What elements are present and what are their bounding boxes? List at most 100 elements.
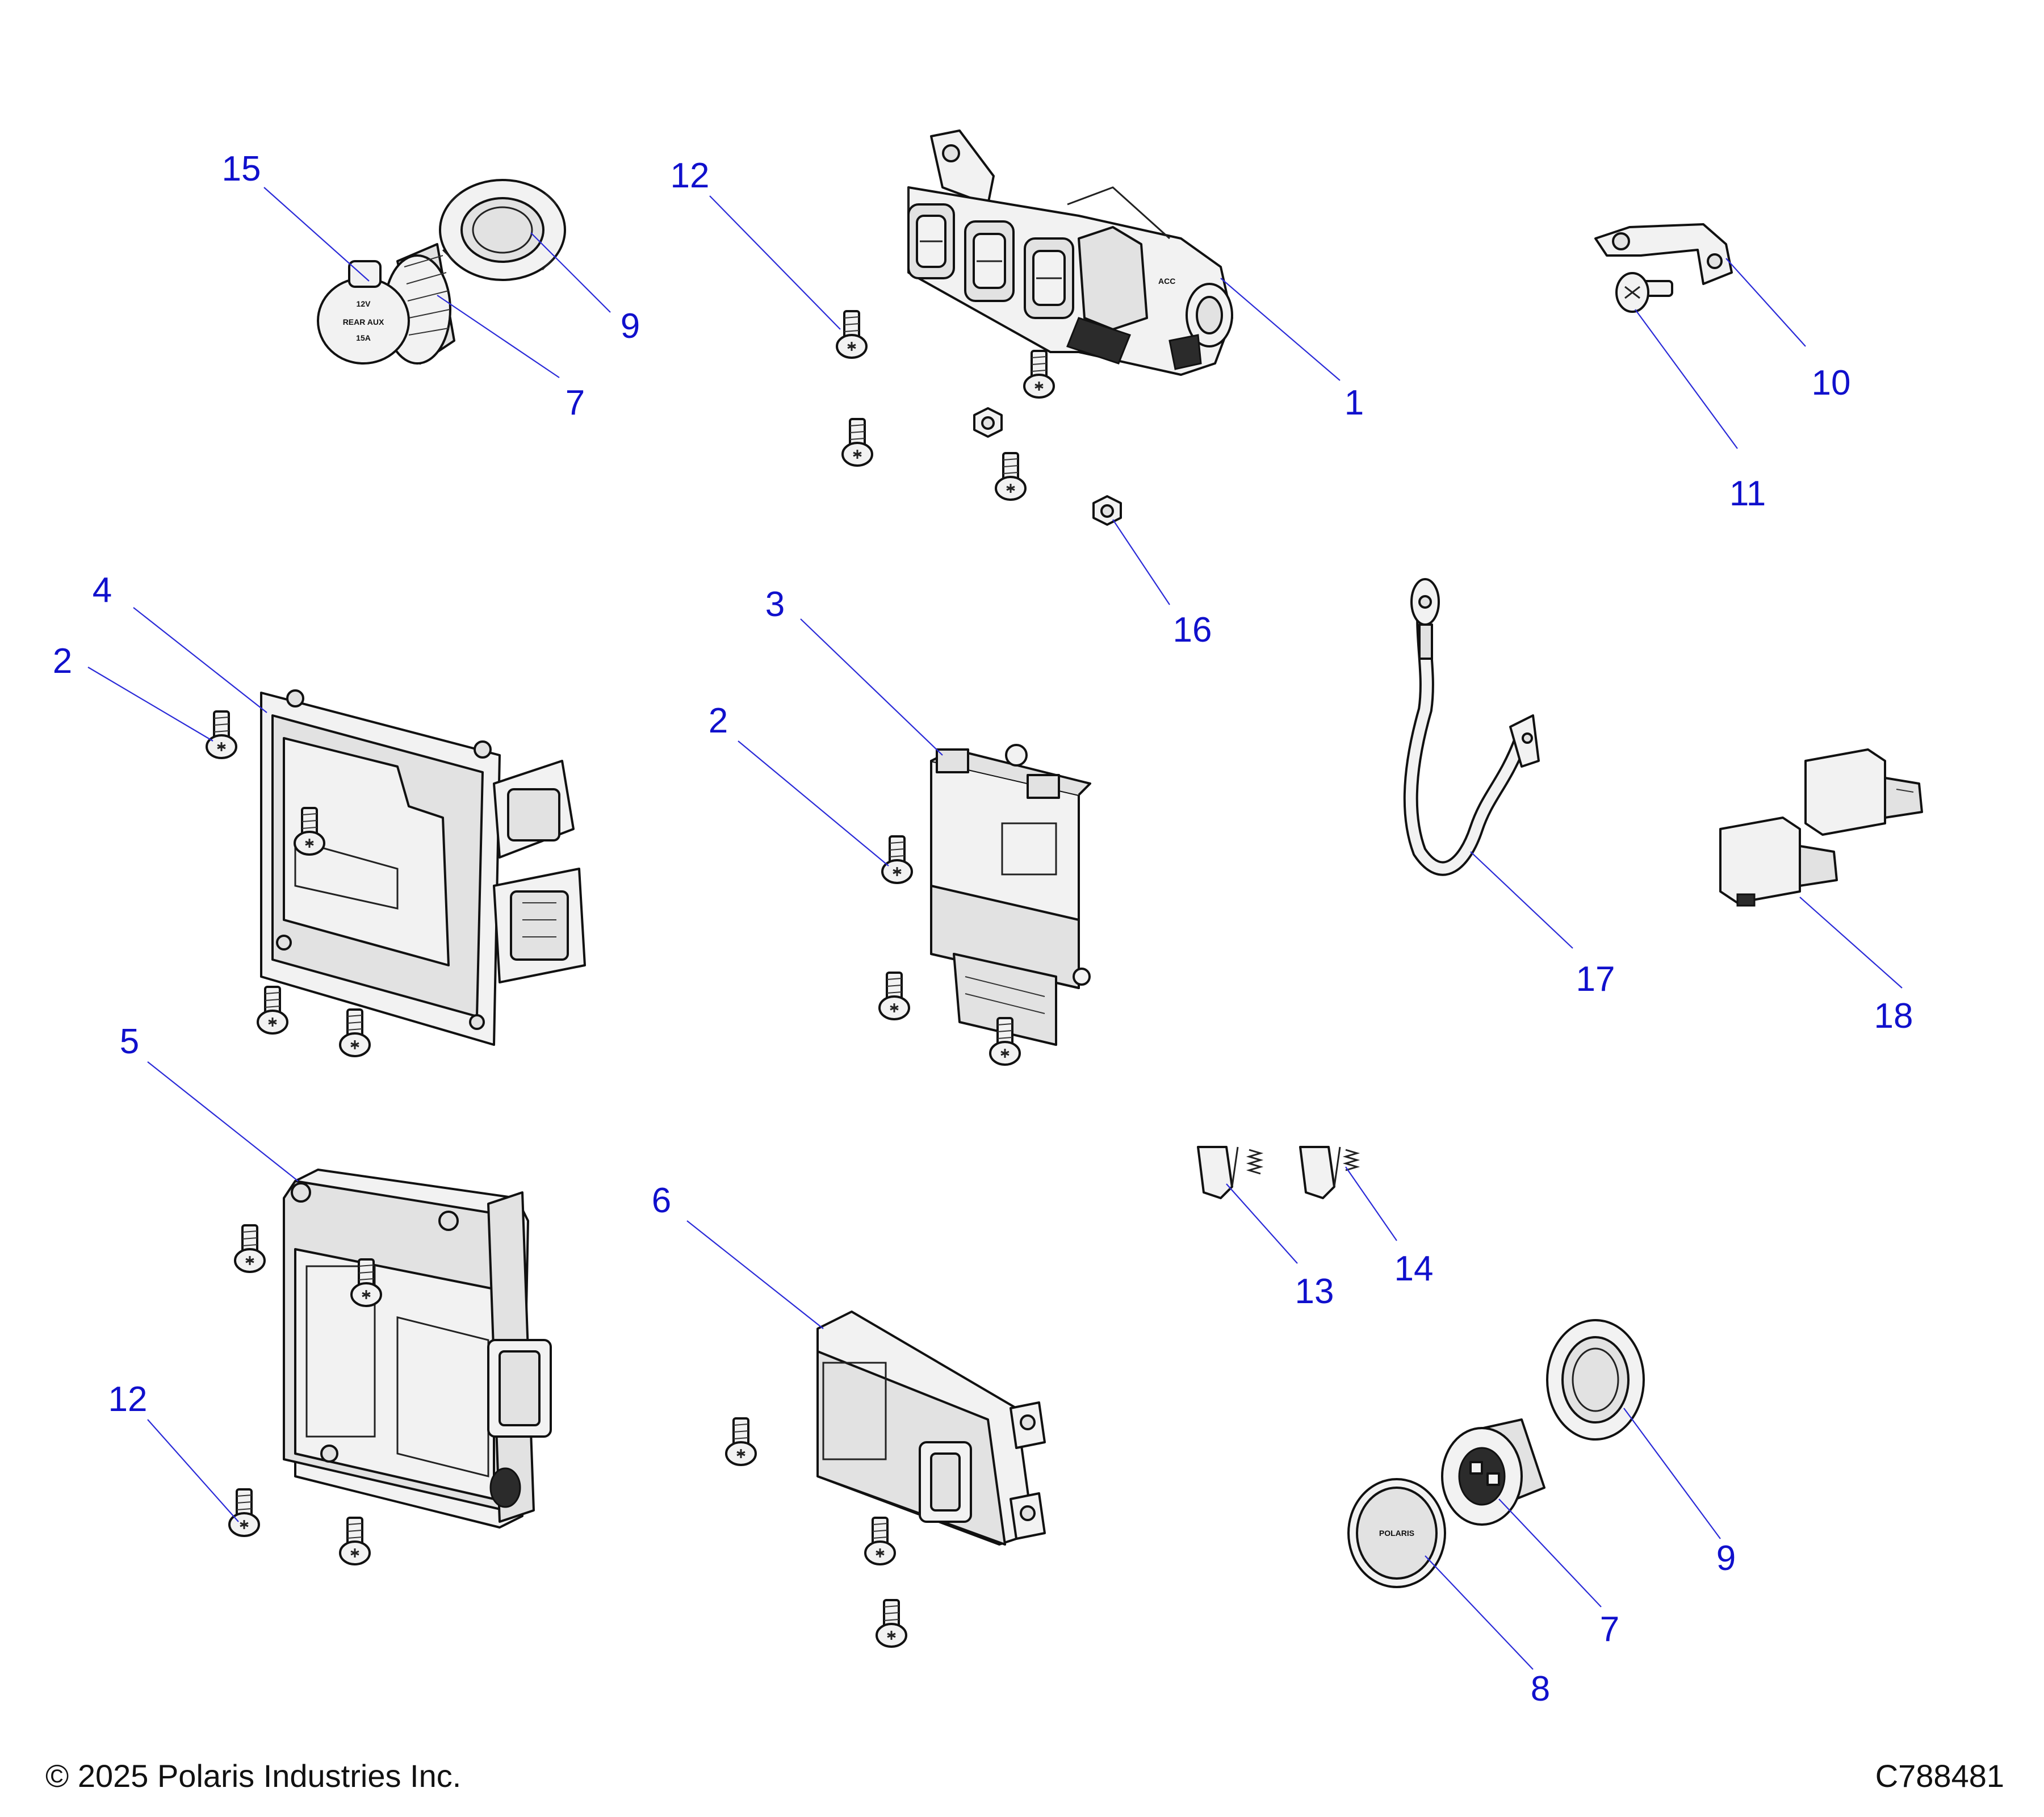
callout-12: 12 [108, 1380, 148, 1419]
leader-14 [1345, 1166, 1397, 1241]
callout-13: 13 [1295, 1272, 1334, 1311]
callout-4: 4 [93, 571, 112, 610]
usb-cap-brand-text: POLARIS [1379, 1529, 1414, 1538]
mounting-bracket [1594, 223, 1733, 285]
flange-nut [973, 407, 1003, 438]
screw [878, 972, 910, 1020]
leader-7 [1498, 1498, 1602, 1607]
aux-cap-amps-text: 15A [356, 333, 371, 342]
battery-cable [1403, 578, 1540, 876]
callout-9: 9 [1716, 1539, 1736, 1578]
screw-12 [836, 310, 868, 359]
callout-labels: 15 9 7 12 1 10 11 16 4 2 3 2 17 18 5 6 1… [53, 149, 1913, 1709]
leader-11 [1635, 309, 1738, 449]
relay-connector-1 [907, 203, 955, 279]
callout-3: 3 [765, 585, 785, 624]
bracket-bolt [1615, 272, 1673, 313]
copyright-notice: © 2025 Polaris Industries Inc. [45, 1758, 462, 1794]
relay-connector-2 [964, 220, 1015, 302]
flange-nut-16 [1092, 495, 1122, 526]
callout-15: 15 [222, 149, 261, 189]
leader-lines [87, 187, 1903, 1670]
ecu-module-4 [260, 689, 586, 1046]
relay-pair [1719, 748, 1923, 907]
drawing-number: C788481 [1875, 1758, 2004, 1794]
leader-9 [530, 232, 611, 313]
leader-1 [1220, 278, 1341, 381]
callout-12: 12 [671, 156, 710, 195]
leader-4 [133, 607, 267, 713]
callout-6: 6 [652, 1181, 671, 1220]
aux-power-socket-group: 12V REAR AUX 15A [317, 179, 566, 365]
callout-5: 5 [120, 1022, 139, 1061]
screw [234, 1224, 266, 1273]
leader-2 [738, 740, 889, 866]
module-6-connector [919, 1441, 972, 1523]
callout-7: 7 [566, 383, 585, 422]
screw [257, 986, 288, 1035]
callout-9: 9 [621, 307, 640, 346]
screw [725, 1417, 757, 1466]
callout-8: 8 [1531, 1669, 1550, 1709]
leader-3 [800, 618, 943, 756]
leader-10 [1725, 258, 1806, 347]
spring-14 [1342, 1149, 1360, 1171]
screw [876, 1599, 907, 1648]
callout-11: 11 [1729, 474, 1766, 513]
callout-10: 10 [1812, 363, 1851, 403]
leader-9 [1623, 1408, 1721, 1539]
usb-socket-body [1441, 1418, 1545, 1526]
screw [995, 452, 1027, 501]
leader-12 [147, 1419, 239, 1522]
relay-module-assembly: ACC [907, 129, 1233, 376]
socket-cap: 12V REAR AUX 15A [317, 260, 410, 365]
leader-8 [1425, 1555, 1534, 1670]
spring-13 [1246, 1149, 1264, 1175]
control-module-3 [930, 744, 1091, 1046]
leader-13 [1226, 1183, 1298, 1264]
screw [864, 1517, 896, 1565]
leader-17 [1470, 851, 1573, 949]
screw [841, 418, 873, 467]
retaining-clip-13 [1197, 1146, 1239, 1199]
relay-connector-3 [1024, 237, 1074, 319]
screw-12 [228, 1488, 260, 1537]
callout-17: 17 [1576, 960, 1615, 999]
relay-lower [1719, 817, 1838, 907]
relay-acc-text: ACC [1158, 277, 1175, 286]
leader-15 [263, 187, 370, 282]
callout-14: 14 [1394, 1249, 1434, 1288]
leader-12 [709, 195, 841, 330]
ecu-5-connector [487, 1339, 552, 1438]
ecu-module-5 [283, 1169, 552, 1529]
module-3-connector [953, 953, 1057, 1046]
leader-6 [686, 1220, 824, 1329]
ecu-4-connector-lower [493, 868, 586, 983]
callout-1: 1 [1344, 383, 1364, 422]
retaining-clip-14 [1299, 1146, 1341, 1199]
screw-2 [881, 835, 913, 884]
screw [1023, 350, 1055, 399]
relay-upper [1804, 748, 1923, 836]
usb-socket-cap: POLARIS [1347, 1478, 1446, 1588]
callout-18: 18 [1874, 997, 1913, 1036]
aux-cap-rear-text: REAR AUX [343, 317, 384, 326]
leader-5 [147, 1061, 299, 1182]
control-module-6 [816, 1311, 1046, 1546]
ecu-4-connector-upper [493, 760, 575, 859]
screw [339, 1517, 371, 1565]
callout-16: 16 [1173, 610, 1212, 650]
callout-2: 2 [709, 701, 728, 740]
socket-retaining-nut [1546, 1319, 1645, 1441]
screw-2 [206, 710, 237, 759]
leader-18 [1799, 897, 1903, 989]
callout-2: 2 [53, 642, 72, 681]
usb-socket-group: POLARIS [1347, 1319, 1645, 1588]
callout-7: 7 [1600, 1610, 1619, 1649]
leader-2 [87, 667, 213, 742]
aux-cap-12v-text: 12V [357, 299, 371, 308]
screw [339, 1008, 371, 1057]
leader-16 [1112, 519, 1170, 605]
leader-7 [437, 295, 560, 378]
